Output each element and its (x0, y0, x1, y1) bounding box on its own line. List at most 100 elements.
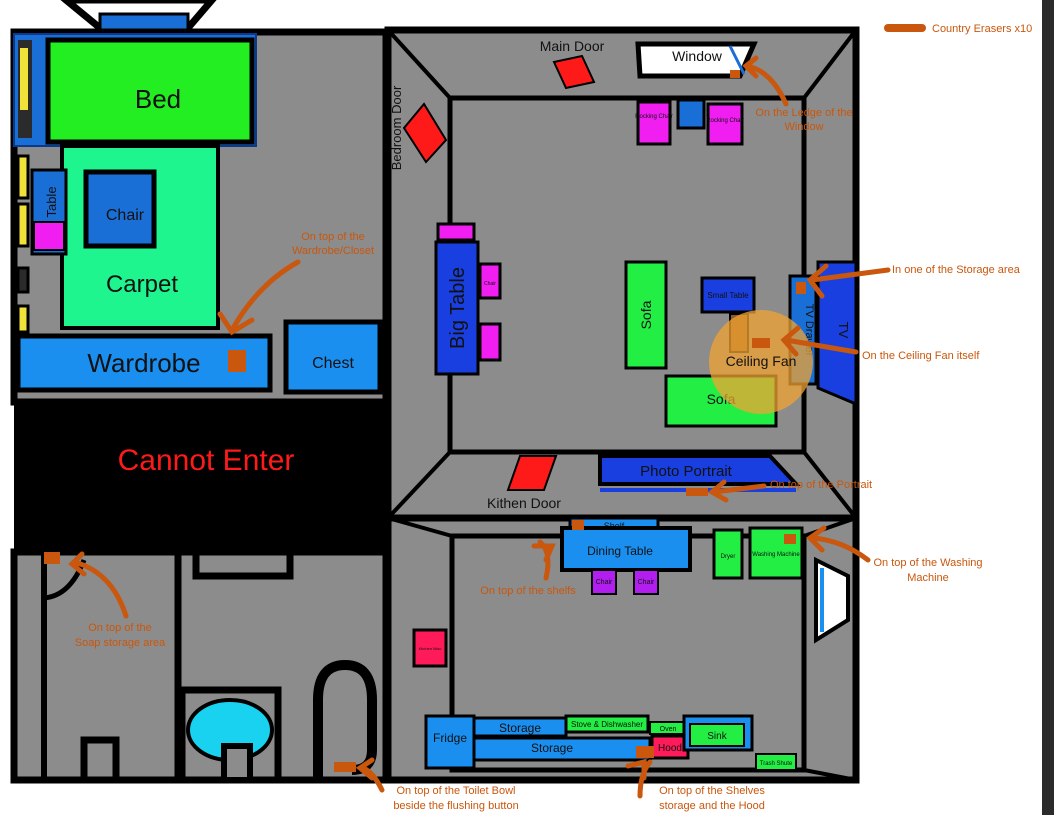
shelf-item-3 (16, 266, 30, 294)
dryer-label: Dryer (721, 554, 736, 560)
rocking-chair-2 (706, 102, 744, 146)
ann-window-1: On the Ledge of the (755, 107, 852, 119)
chest (283, 319, 383, 395)
small-table-label: Small Table (707, 291, 749, 300)
rocking-chair-1-label: Rocking Chair (635, 114, 673, 120)
hood-label: Hood (658, 743, 682, 754)
dining-table (560, 526, 692, 572)
window-edge (1042, 0, 1054, 815)
big-table-label: Big Table (447, 267, 469, 349)
eraser-storage (796, 282, 806, 294)
ann-wardrobe-2: Wardrobe/Closet (292, 245, 374, 257)
ann-washer-2: Machine (907, 572, 949, 584)
big-table-chair-label: Chair (484, 281, 496, 287)
bedroom-door (402, 102, 448, 164)
rocking-chair-2-label: Rocking Chair (706, 118, 744, 124)
ann-soap-1: On top of the (88, 622, 152, 634)
dining-chair-2 (633, 569, 659, 595)
legend-label: Country Erasers x10 (932, 23, 1032, 35)
dining-chair-2-label: Chair (638, 579, 655, 586)
kitchen-door (506, 455, 558, 491)
eraser-fan (752, 338, 770, 348)
arrow-storage-head (806, 263, 829, 299)
eraser-hood (636, 746, 654, 758)
dining-table-label: Dining Table (587, 544, 653, 558)
ann-portrait-1: On top of the Portrait (770, 479, 872, 491)
stove-dishwasher (564, 714, 650, 734)
dryer (712, 528, 744, 580)
trash-shute-label: Trash Shute (760, 761, 793, 767)
window-glass (728, 45, 746, 75)
eraser-soap (44, 552, 60, 564)
dining-chair-1-label: Chair (596, 579, 613, 586)
trash-shute (755, 753, 797, 771)
ann-shelves-1: On top of the shelfs (480, 585, 576, 597)
dining-chair-1 (591, 569, 617, 595)
sink (689, 723, 745, 747)
big-table (434, 240, 480, 376)
eraser-washer (784, 534, 796, 544)
bedroom-top-shelf (98, 12, 190, 32)
eraser-shelf (572, 520, 584, 530)
kitchen-misc-box (412, 628, 448, 668)
photo-portrait (598, 454, 801, 486)
annotation-arrows (68, 55, 891, 799)
tv-label: TV (836, 322, 851, 339)
chair (83, 169, 157, 249)
sink-label: Sink (707, 731, 727, 742)
lr-corner-tl (386, 28, 452, 100)
arrow-hood-head (625, 758, 647, 781)
ceiling-fan-label: Ceiling Fan (726, 353, 797, 369)
k-corner-br (803, 768, 857, 782)
shower-drain (80, 736, 120, 784)
cannot-enter-area (14, 400, 386, 552)
arrow-portrait (711, 483, 767, 495)
arrow-portrait-head (707, 479, 729, 503)
bed-label: Bed (135, 84, 181, 114)
storage-top-label: Storage (499, 721, 541, 735)
sofa-vertical-label: Sofa (638, 300, 654, 329)
bedroom-door-label: Bedroom Door (389, 85, 404, 170)
stove-dishwasher-label: Stove & Dishwasher (571, 720, 643, 729)
big-table-chair-right-1 (478, 262, 502, 300)
lr-corner-br (802, 450, 858, 520)
ann-hood-1: On top of the Shelves (659, 785, 765, 797)
rocking-chair-1 (636, 100, 672, 146)
arrow-soap (71, 559, 129, 619)
ann-soap-2: Soap storage area (75, 637, 166, 649)
shelf-item-1 (16, 154, 30, 200)
window-label: Window (672, 48, 723, 64)
ann-fan-1: On the Ceiling Fan itself (862, 350, 980, 362)
ann-storage-1: In one of the Storage area (892, 264, 1021, 276)
eraser-wardrobe (228, 350, 246, 372)
chair-label: Chair (106, 207, 145, 224)
arrow-storage (809, 267, 891, 283)
k-corner-tl (387, 516, 453, 538)
ann-wardrobe-1: On top of the (301, 231, 365, 243)
side-table-box (33, 221, 65, 251)
ann-hood-2: storage and the Hood (659, 800, 765, 812)
fridge-label: Fridge (433, 731, 467, 745)
bed-pillow (20, 48, 28, 110)
small-table (700, 276, 756, 314)
arrow-fan (783, 337, 859, 355)
shelf-item-2 (16, 202, 30, 248)
big-table-chair-right-2 (478, 322, 502, 362)
ann-washer-1: On top of the Washing (873, 557, 982, 569)
arrow-wardrobe (229, 259, 301, 333)
carpet-label: Carpet (106, 271, 178, 298)
side-table-label: Table (44, 186, 59, 217)
main-door (552, 54, 596, 90)
arrow-fan-head (780, 325, 801, 357)
main-door-label: Main Door (540, 38, 605, 54)
eraser-portrait (686, 488, 708, 496)
arrow-soap-head (68, 551, 87, 577)
shelf-item-4 (16, 304, 30, 334)
arrow-window-head (742, 55, 759, 79)
ann-toilet-2: beside the flushing button (393, 800, 518, 812)
kitchen-door-label: Kithen Door (487, 495, 561, 511)
arrow-wardrobe-head (217, 311, 255, 336)
arrow-window (745, 63, 789, 107)
arrow-toilet-head (355, 757, 375, 781)
